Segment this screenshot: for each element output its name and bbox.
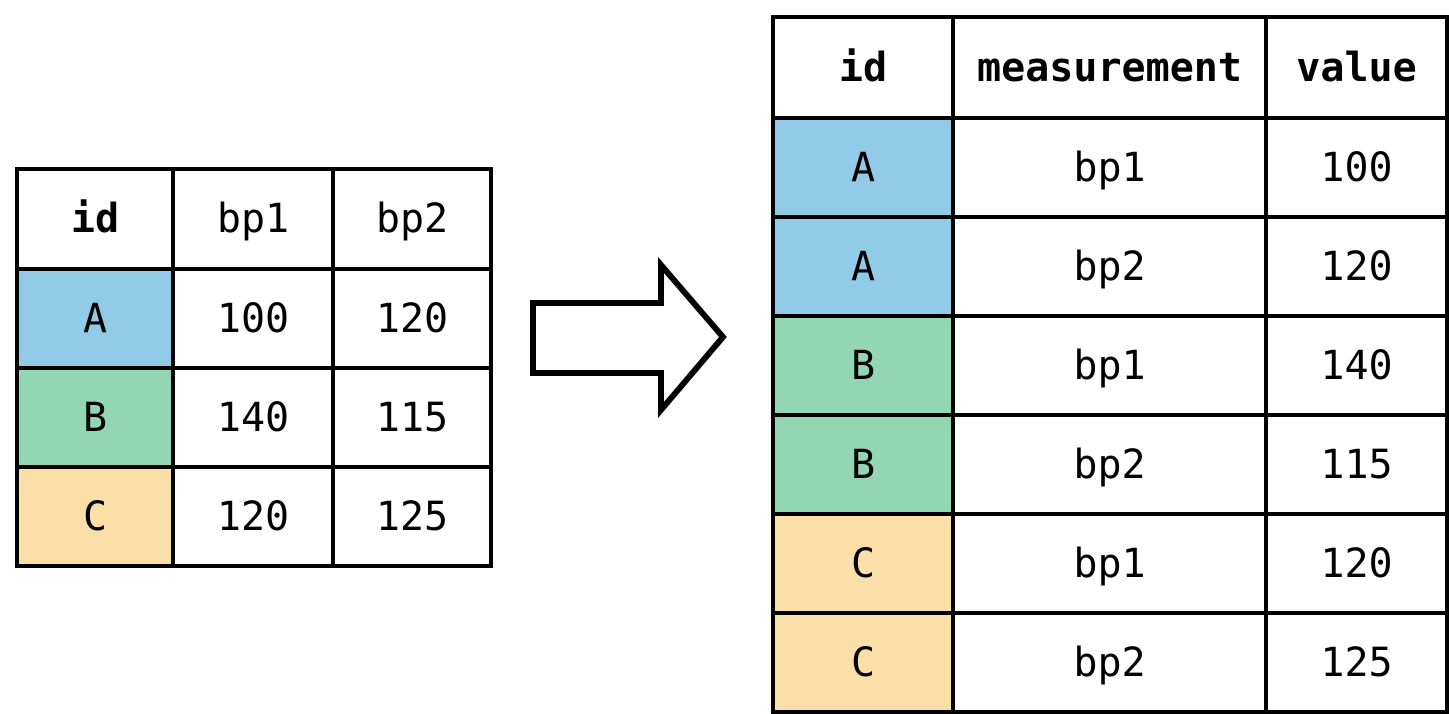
long-cell-id: A (771, 215, 955, 318)
pivot-longer-diagram: id bp1 bp2 A 100 120 B 140 115 C 120 125 (15, 15, 1449, 714)
wide-cell-bp2: 125 (331, 465, 493, 568)
wide-cell-id: B (15, 366, 175, 469)
wide-header-id: id (15, 167, 175, 271)
table-header-row: id bp1 bp2 (15, 167, 493, 271)
table-row: B bp1 140 (771, 314, 1449, 417)
long-header-id: id (771, 15, 955, 120)
long-cell-measurement: bp1 (951, 314, 1268, 417)
wide-cell-bp2: 120 (331, 267, 493, 370)
long-cell-value: 120 (1264, 215, 1449, 318)
long-cell-measurement: bp1 (951, 116, 1268, 219)
wide-header-bp1: bp1 (171, 167, 335, 271)
wide-cell-id: A (15, 267, 175, 370)
long-cell-id: A (771, 116, 955, 219)
long-cell-measurement: bp1 (951, 512, 1268, 615)
table-row: B bp2 115 (771, 413, 1449, 516)
long-cell-measurement: bp2 (951, 413, 1268, 516)
long-cell-id: C (771, 512, 955, 615)
long-table: id measurement value A bp1 100 A bp2 120… (771, 15, 1449, 714)
wide-header-bp2: bp2 (331, 167, 493, 271)
wide-cell-bp1: 120 (171, 465, 335, 568)
table-row: A bp1 100 (771, 116, 1449, 219)
wide-table: id bp1 bp2 A 100 120 B 140 115 C 120 125 (15, 167, 493, 568)
long-cell-value: 100 (1264, 116, 1449, 219)
long-cell-value: 115 (1264, 413, 1449, 516)
long-cell-id: B (771, 413, 955, 516)
long-header-value: value (1264, 15, 1449, 120)
table-row: C bp1 120 (771, 512, 1449, 615)
long-cell-measurement: bp2 (951, 215, 1268, 318)
wide-cell-bp1: 100 (171, 267, 335, 370)
long-cell-id: B (771, 314, 955, 417)
table-row: C 120 125 (15, 465, 493, 568)
table-row: A 100 120 (15, 267, 493, 370)
wide-cell-bp1: 140 (171, 366, 335, 469)
long-header-measurement: measurement (951, 15, 1268, 120)
long-cell-id: C (771, 611, 955, 714)
transform-arrow-icon (528, 255, 728, 420)
wide-cell-id: C (15, 465, 175, 568)
long-cell-value: 120 (1264, 512, 1449, 615)
table-header-row: id measurement value (771, 15, 1449, 120)
table-row: B 140 115 (15, 366, 493, 469)
table-row: C bp2 125 (771, 611, 1449, 714)
long-cell-measurement: bp2 (951, 611, 1268, 714)
wide-cell-bp2: 115 (331, 366, 493, 469)
table-row: A bp2 120 (771, 215, 1449, 318)
long-cell-value: 125 (1264, 611, 1449, 714)
long-cell-value: 140 (1264, 314, 1449, 417)
